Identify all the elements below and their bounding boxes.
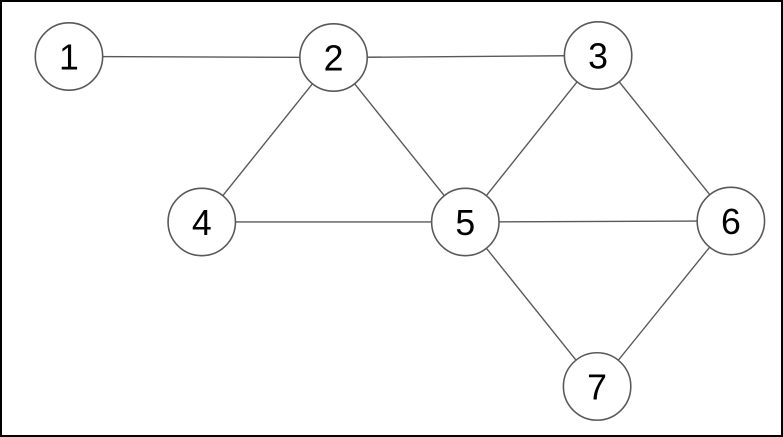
graph-edge-3-6 [597, 55, 732, 222]
graph-node-label-4: 4 [192, 203, 212, 243]
graph-node-4: 4 [167, 187, 237, 257]
graph-edge-2-5 [332, 57, 466, 223]
graph-node-1: 1 [34, 22, 104, 91]
graph-node-circle-2 [299, 23, 369, 92]
graph-node-circle-6 [696, 186, 766, 256]
graph-node-circle-3 [563, 21, 633, 90]
graph-edge-6-7 [596, 220, 732, 387]
graph-edge-2-3 [333, 54, 599, 59]
graph-node-label-6: 6 [721, 202, 741, 242]
graph-node-label-1: 1 [59, 37, 79, 77]
graph-node-label-3: 3 [588, 36, 608, 76]
graph-node-circle-4 [167, 187, 237, 257]
graph-edge-5-6 [465, 220, 731, 223]
graph-node-circle-5 [430, 187, 500, 257]
graph-edge-3-5 [464, 55, 599, 223]
graph-node-circle-1 [34, 22, 104, 91]
graph-node-3: 3 [563, 21, 633, 90]
graph-node-label-7: 7 [587, 367, 607, 407]
graph-node-2: 2 [299, 23, 369, 92]
graph-edge-2-4 [201, 57, 335, 223]
graph-node-label-2: 2 [324, 38, 344, 78]
graph-edge-1-2 [68, 55, 334, 59]
graph-node-7: 7 [562, 351, 632, 421]
graph-node-circle-7 [562, 351, 632, 421]
graph-node-6: 6 [696, 186, 766, 256]
graph-node-label-5: 5 [455, 203, 475, 243]
graph-edge-5-7 [464, 221, 598, 387]
graph-node-5: 5 [430, 187, 500, 257]
